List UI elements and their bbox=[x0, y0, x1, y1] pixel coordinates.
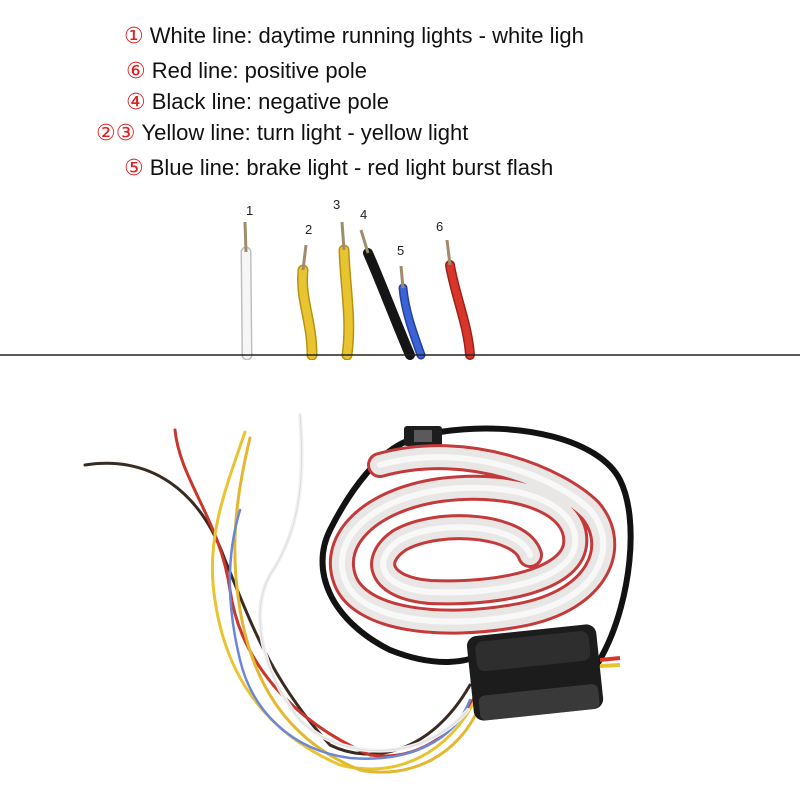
black-wire bbox=[359, 229, 415, 360]
legend-text: Black line: negative pole bbox=[151, 89, 389, 114]
wire-label-3: 3 bbox=[333, 197, 341, 212]
white-wire bbox=[240, 221, 253, 360]
wire-label-2: 2 bbox=[305, 222, 313, 237]
wire-label-1: 1 bbox=[246, 203, 254, 218]
legend-number: ②③ bbox=[96, 120, 136, 145]
legend-number: ⑥ bbox=[126, 58, 146, 83]
legend-text: White line: daytime running lights - whi… bbox=[149, 23, 584, 48]
wire-label-5: 5 bbox=[397, 243, 405, 258]
black-cable bbox=[319, 437, 482, 665]
legend-text: Red line: positive pole bbox=[151, 58, 367, 83]
yellow-wire-3 bbox=[338, 221, 355, 360]
legend-number: ④ bbox=[126, 89, 146, 114]
blue-wire bbox=[398, 265, 426, 360]
wire-ends-illustration bbox=[0, 221, 800, 360]
led-strip-product-illustration bbox=[83, 413, 634, 774]
red-wire bbox=[445, 239, 475, 360]
control-box bbox=[466, 624, 604, 721]
led-strip-coil bbox=[328, 444, 617, 635]
yellow-wire-2 bbox=[297, 244, 318, 360]
legend-text: Blue line: brake light - red light burst… bbox=[149, 155, 554, 180]
legend-number: ① bbox=[124, 23, 144, 48]
legend-text: Yellow line: turn light - yellow light bbox=[141, 120, 469, 145]
legend-number: ⑤ bbox=[124, 155, 144, 180]
loose-wires bbox=[83, 413, 482, 774]
wire-label-4: 4 bbox=[360, 207, 368, 222]
wire-label-6: 6 bbox=[436, 219, 444, 234]
